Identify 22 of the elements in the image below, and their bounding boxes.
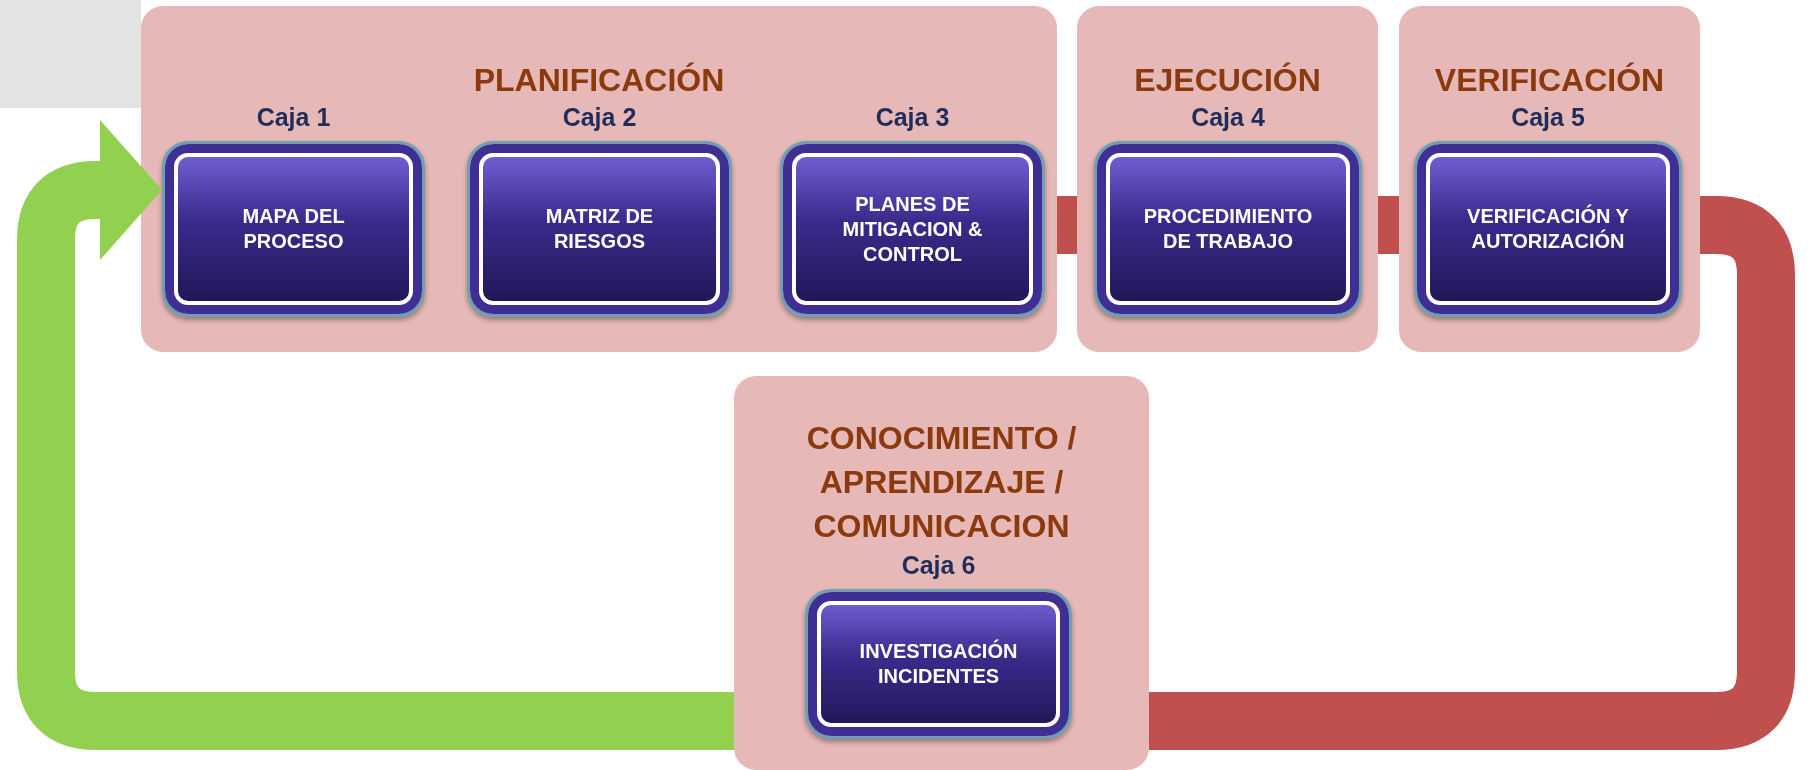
box-number: Caja 3 [874,102,951,133]
phase-panel [1077,6,1378,352]
phase-panel [1399,6,1700,352]
phase-heading: PLANIFICACIÓN [472,61,726,100]
box-number: Caja 4 [1190,102,1266,133]
phase-heading: CONOCIMIENTO / APRENDIZAJE / COMUNICACION [805,419,1078,546]
box-number: Caja 2 [561,102,638,133]
box-number: Caja 6 [900,550,977,581]
phase-heading: EJECUCIÓN [1133,61,1322,100]
process-box: INVESTIGACIÓN INCIDENTES [805,589,1072,739]
arrow [17,120,734,750]
box-number: Caja 5 [1510,102,1586,133]
process-box: PLANES DE MITIGACION & CONTROL [780,141,1045,317]
phase-panel [734,376,1149,770]
process-box: MAPA DEL PROCESO [162,141,425,317]
process-box: VERIFICACIÓN Y AUTORIZACIÓN [1414,141,1682,317]
phase-heading: VERIFICACIÓN [1433,61,1666,100]
process-box: PROCEDIMIENTO DE TRABAJO [1094,141,1362,317]
process-box: MATRIZ DE RIESGOS [467,141,732,317]
connector-line [1149,196,1795,750]
phase-panel [141,6,1057,352]
box-number: Caja 1 [255,102,332,133]
